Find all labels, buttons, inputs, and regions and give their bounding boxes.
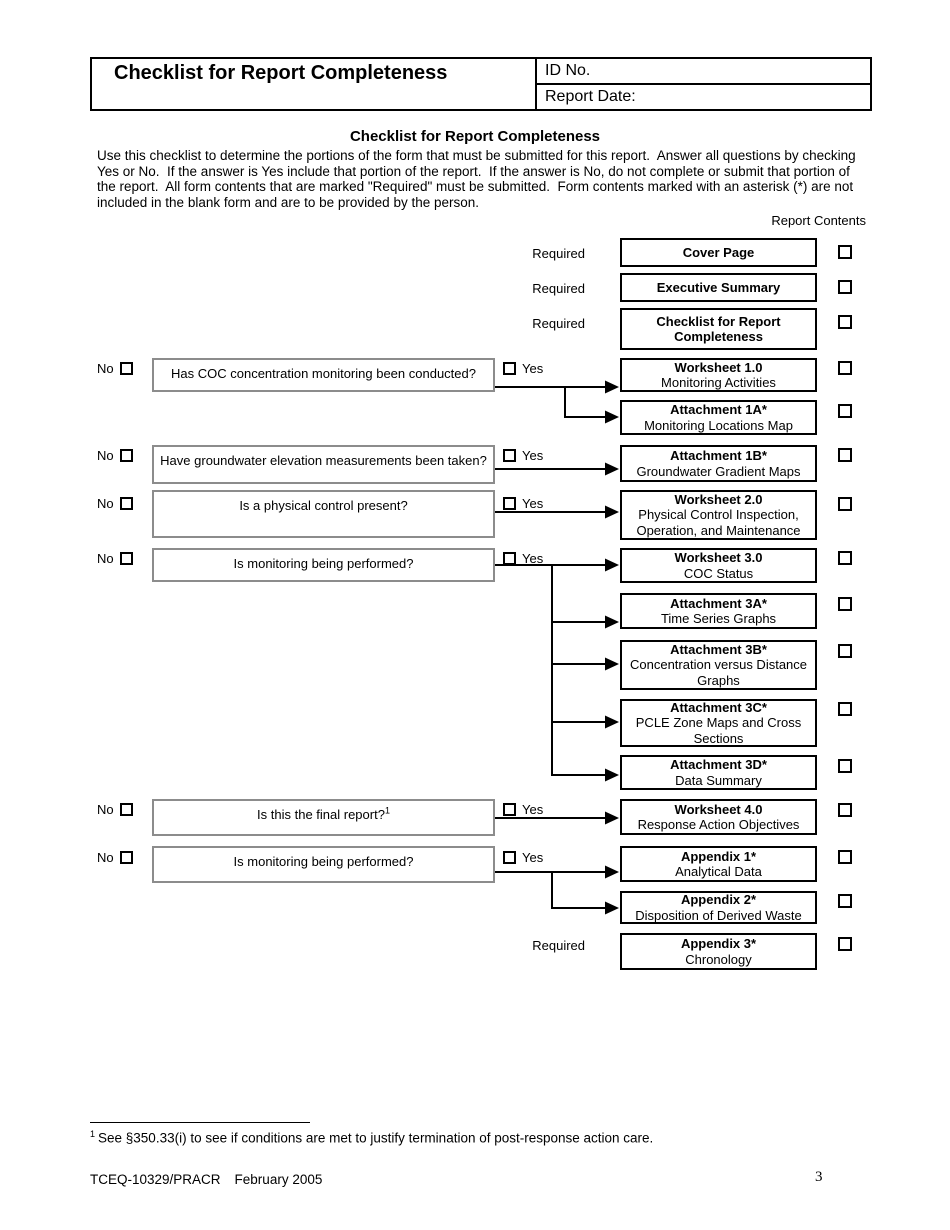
form-header-title: Checklist for Report Completeness (114, 62, 448, 84)
id-number-label: ID No. (545, 62, 591, 79)
content-box-attachment-1a: Attachment 1A* Monitoring Locations Map (620, 400, 817, 435)
content-box-appendix-1: Appendix 1* Analytical Data (620, 846, 817, 882)
footnote-marker: 1 (90, 1129, 96, 1139)
yes-option-q1: Yes (503, 361, 543, 376)
yes-option-q4: Yes (503, 551, 543, 566)
no-checkbox-q6[interactable] (119, 851, 133, 864)
no-label: No (97, 802, 114, 817)
content-box-checklist: Checklist for Report Completeness (620, 308, 817, 350)
yes-label: Yes (522, 802, 544, 817)
form-date: February 2005 (234, 1172, 323, 1187)
form-header: Checklist for Report Completeness ID No.… (90, 57, 872, 111)
no-checkbox-q1[interactable] (119, 362, 133, 375)
content-box-attachment-3d: Attachment 3D* Data Summary (620, 755, 817, 790)
checkbox-checklist[interactable] (838, 315, 852, 329)
yes-label: Yes (522, 496, 544, 511)
yes-checkbox-q3[interactable] (503, 497, 516, 510)
checkbox-appendix-1[interactable] (838, 850, 852, 864)
question-monitoring-performed: Is monitoring being performed? (152, 548, 495, 582)
no-checkbox-q3[interactable] (119, 497, 133, 510)
checkbox-appendix-3[interactable] (838, 937, 852, 951)
question-monitoring-performed-2: Is monitoring being performed? (152, 846, 495, 883)
checkbox-worksheet-2[interactable] (838, 497, 852, 511)
form-header-fields: ID No. Report Date: (535, 59, 870, 109)
form-number: TCEQ-10329/PRACR (90, 1172, 221, 1187)
checkbox-attachment-3d[interactable] (838, 759, 852, 773)
report-date-label: Report Date: (545, 88, 636, 105)
content-box-worksheet-4: Worksheet 4.0 Response Action Objectives (620, 799, 817, 835)
checkbox-appendix-2[interactable] (838, 894, 852, 908)
content-box-attachment-3a: Attachment 3A* Time Series Graphs (620, 593, 817, 629)
arrowheads (605, 380, 619, 915)
checkbox-worksheet-1[interactable] (838, 361, 852, 375)
content-box-cover-page: Cover Page (620, 238, 817, 267)
yes-checkbox-q2[interactable] (503, 449, 516, 462)
checkbox-worksheet-3[interactable] (838, 551, 852, 565)
checkbox-cover-page[interactable] (838, 245, 852, 259)
no-label: No (97, 496, 114, 511)
no-option-q5: No (97, 802, 133, 817)
instructions-paragraph: Use this checklist to determine the port… (97, 148, 860, 210)
form-footer: TCEQ-10329/PRACR February 2005 (90, 1172, 322, 1187)
no-checkbox-q4[interactable] (119, 552, 133, 565)
content-box-worksheet-3: Worksheet 3.0 COC Status (620, 548, 817, 583)
question-physical-control: Is a physical control present? (152, 490, 495, 538)
question-coc-monitoring: Has COC concentration monitoring been co… (152, 358, 495, 392)
content-box-appendix-3: Appendix 3* Chronology (620, 933, 817, 970)
yes-label: Yes (522, 361, 544, 376)
footnote-text: See §350.33(i) to see if conditions are … (98, 1130, 654, 1146)
content-box-worksheet-2: Worksheet 2.0 Physical Control Inspectio… (620, 490, 817, 540)
yes-option-q6: Yes (503, 850, 543, 865)
no-checkbox-q5[interactable] (119, 803, 133, 816)
yes-checkbox-q5[interactable] (503, 803, 516, 816)
content-box-attachment-3c: Attachment 3C* PCLE Zone Maps and Cross … (620, 699, 817, 747)
content-box-attachment-1b: Attachment 1B* Groundwater Gradient Maps (620, 445, 817, 482)
yes-checkbox-q1[interactable] (503, 362, 516, 375)
no-label: No (97, 448, 114, 463)
checkbox-attachment-3b[interactable] (838, 644, 852, 658)
no-label: No (97, 551, 114, 566)
content-box-executive-summary: Executive Summary (620, 273, 817, 302)
checkbox-worksheet-4[interactable] (838, 803, 852, 817)
no-checkbox-q2[interactable] (119, 449, 133, 462)
id-number-field[interactable]: ID No. (537, 59, 870, 85)
footnote-divider (90, 1122, 310, 1123)
checkbox-attachment-3c[interactable] (838, 702, 852, 716)
checkbox-attachment-3a[interactable] (838, 597, 852, 611)
checkbox-attachment-1b[interactable] (838, 448, 852, 462)
no-option-q2: No (97, 448, 133, 463)
no-option-q4: No (97, 551, 133, 566)
yes-checkbox-q6[interactable] (503, 851, 516, 864)
report-contents-column-label: Report Contents (771, 213, 866, 228)
checkbox-executive-summary[interactable] (838, 280, 852, 294)
yes-checkbox-q4[interactable] (503, 552, 516, 565)
no-option-q3: No (97, 496, 133, 511)
no-label: No (97, 361, 114, 376)
yes-option-q2: Yes (503, 448, 543, 463)
no-option-q6: No (97, 850, 133, 865)
required-label-appendix-3: Required (532, 938, 585, 953)
question-groundwater-elevation: Have groundwater elevation measurements … (152, 445, 495, 484)
required-label-executive-summary: Required (532, 281, 585, 296)
no-option-q1: No (97, 361, 133, 376)
report-date-field[interactable]: Report Date: (537, 85, 870, 109)
page-title: Checklist for Report Completeness (349, 128, 601, 145)
page-number: 3 (815, 1169, 823, 1185)
content-box-worksheet-1: Worksheet 1.0 Monitoring Activities (620, 358, 817, 392)
footnote-ref: 1 (384, 805, 390, 816)
required-label-cover-page: Required (532, 246, 585, 261)
yes-label: Yes (522, 448, 544, 463)
required-label-checklist: Required (532, 316, 585, 331)
content-box-attachment-3b: Attachment 3B* Concentration versus Dist… (620, 640, 817, 690)
no-label: No (97, 850, 114, 865)
question-final-report: Is this the final report?1 (152, 799, 495, 836)
connector-lines (494, 386, 607, 909)
yes-option-q3: Yes (503, 496, 543, 511)
yes-label: Yes (522, 551, 544, 566)
checkbox-attachment-1a[interactable] (838, 404, 852, 418)
yes-option-q5: Yes (503, 802, 543, 817)
content-box-appendix-2: Appendix 2* Disposition of Derived Waste (620, 891, 817, 924)
yes-label: Yes (522, 850, 544, 865)
